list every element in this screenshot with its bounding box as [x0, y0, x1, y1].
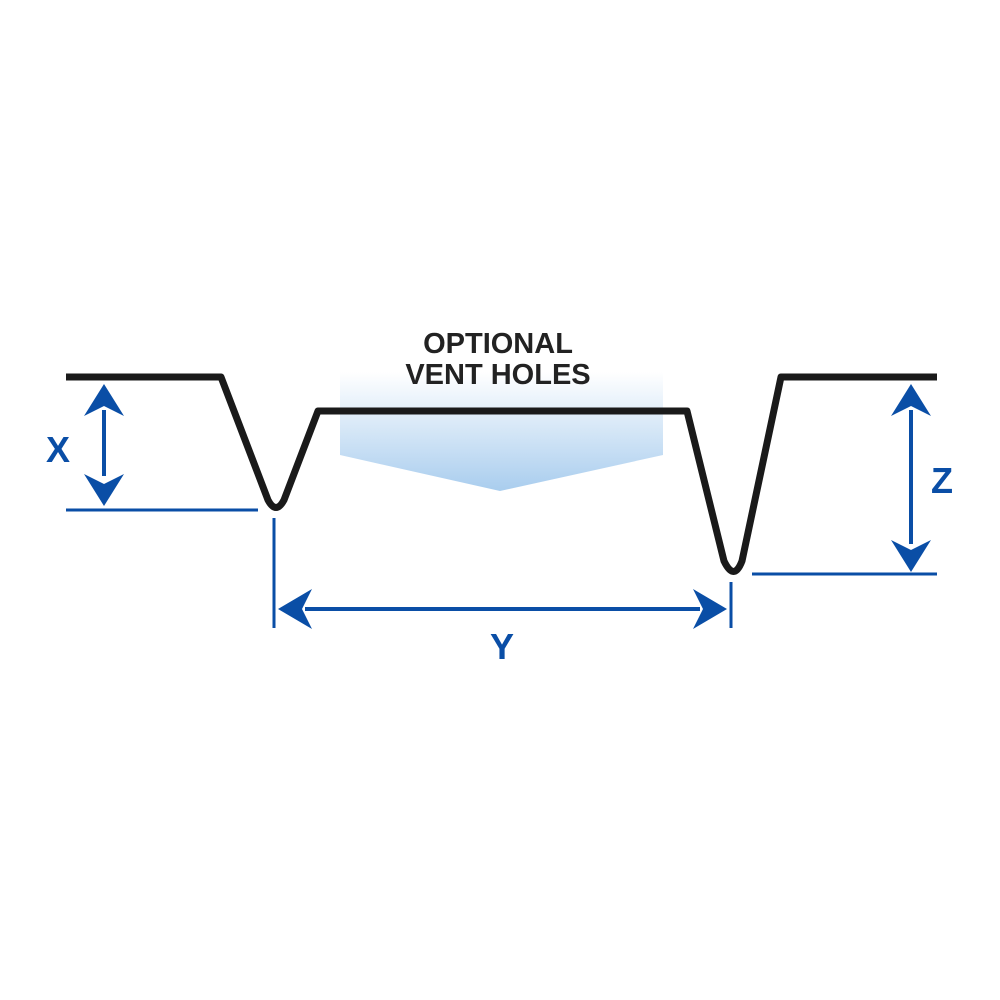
z-arrow-up-icon: [891, 384, 931, 416]
x-arrow-up-icon: [84, 384, 124, 416]
x-label: X: [46, 429, 70, 470]
dimension-y: Y: [272, 518, 733, 667]
vent-note-line-2: VENT HOLES: [405, 359, 590, 391]
vent-holes-indicator: [340, 372, 663, 491]
y-arrow-right-icon: [693, 589, 727, 629]
y-label: Y: [490, 626, 514, 667]
dimension-z: Z: [752, 384, 953, 576]
y-arrow-left-icon: [278, 589, 312, 629]
x-arrow-down-icon: [84, 474, 124, 506]
profile-line: [66, 373, 937, 575]
z-arrow-down-icon: [891, 540, 931, 572]
dimension-x: X: [46, 384, 258, 512]
vent-note-line-1: OPTIONAL: [423, 328, 573, 360]
z-label: Z: [931, 460, 953, 501]
